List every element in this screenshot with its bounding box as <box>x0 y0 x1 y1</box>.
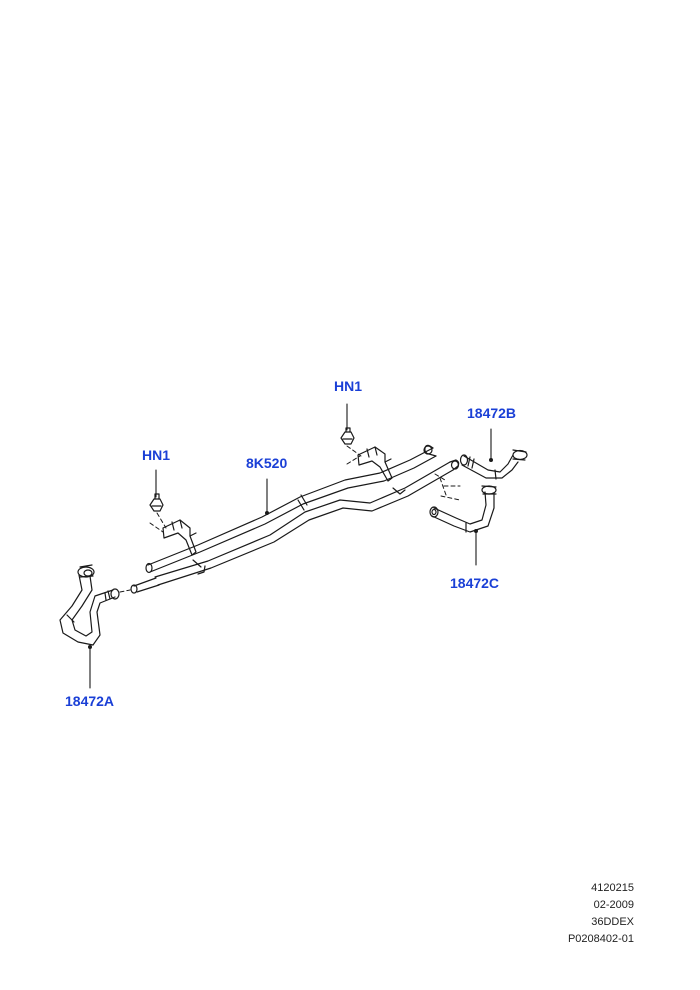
callout-hn1-right[interactable]: HN1 <box>334 378 363 394</box>
callout-18472c[interactable]: 18472C <box>450 575 500 591</box>
hose-18472c <box>429 485 497 533</box>
callout-hn1-left[interactable]: HN1 <box>142 447 171 463</box>
right-bracket <box>357 446 393 482</box>
illustration-date: 02-2009 <box>593 899 634 911</box>
coolant-pipe-assembly <box>130 444 460 594</box>
callout-18472a[interactable]: 18472A <box>65 693 115 709</box>
drawing-number: P0208402-01 <box>567 933 634 945</box>
left-bracket <box>162 519 197 556</box>
hose-18472a <box>59 564 120 646</box>
hose-18472b <box>459 449 528 480</box>
nut-hn1-left <box>149 493 164 512</box>
leader-dots <box>88 458 493 649</box>
assembly-lines <box>119 445 461 593</box>
leader-lines <box>89 403 492 689</box>
illustration-number: 4120215 <box>591 882 634 894</box>
model-code: 36DDEX <box>591 916 634 928</box>
nut-hn1-right <box>340 427 355 445</box>
callout-18472b[interactable]: 18472B <box>467 405 517 421</box>
diagram-reference-block: 4120215 02-2009 36DDEX P0208402-01 <box>568 880 634 948</box>
callout-8k520[interactable]: 8K520 <box>246 455 288 471</box>
